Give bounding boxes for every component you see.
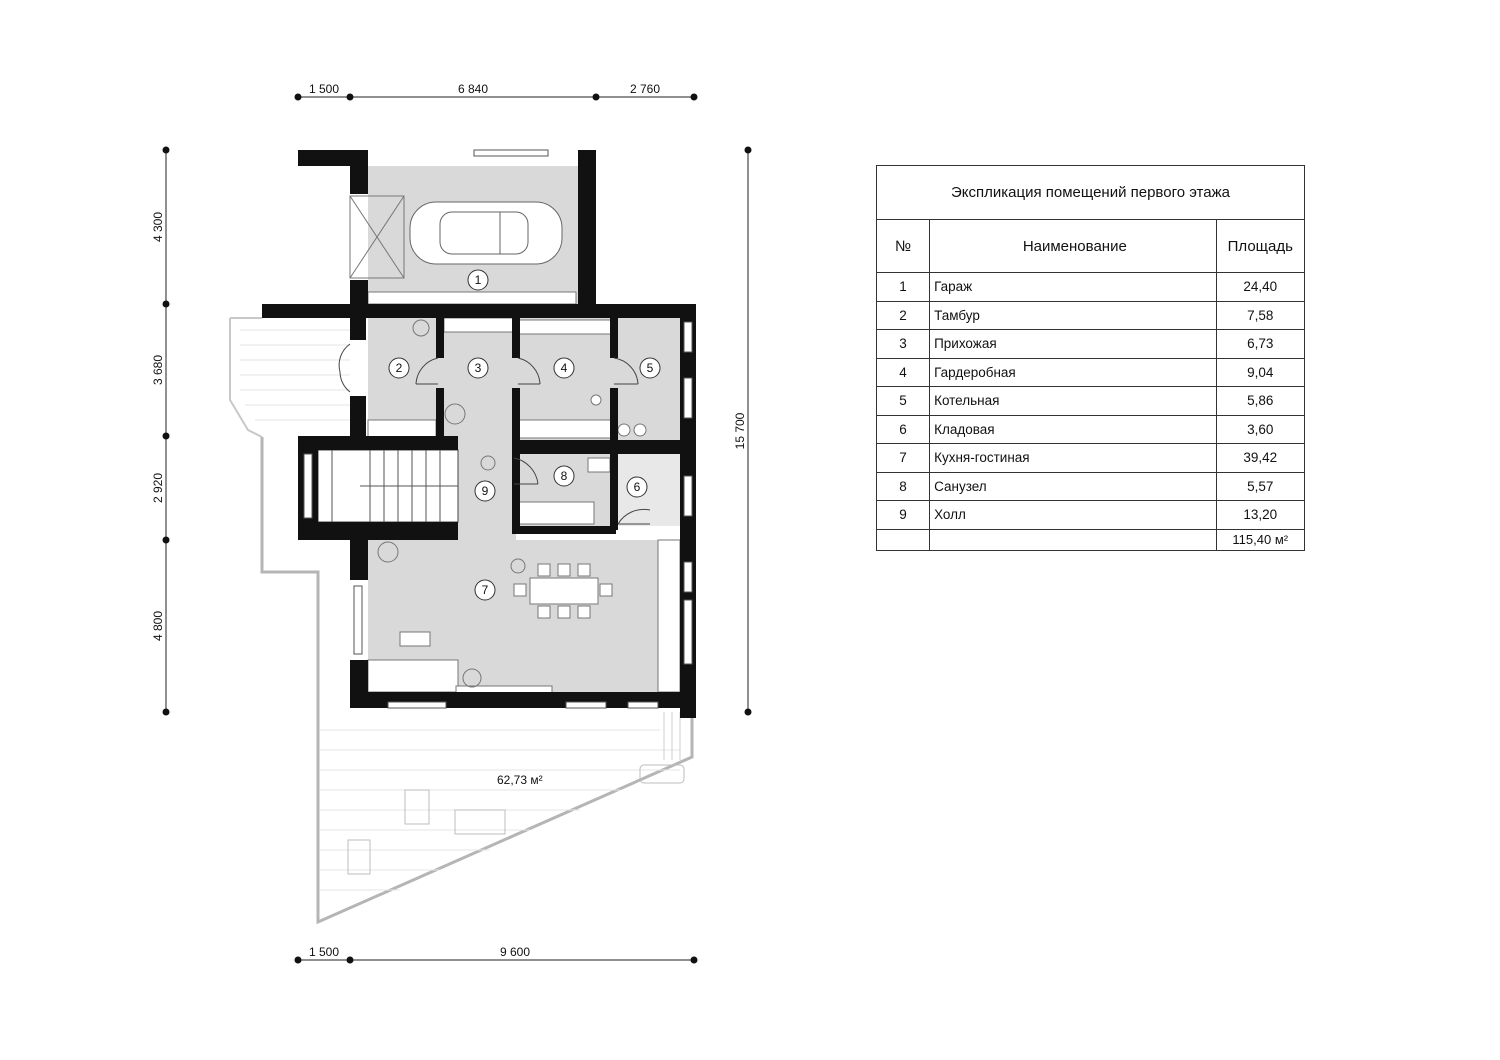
- terrace: 62,73 м²: [229, 317, 694, 925]
- car-icon: [409, 201, 563, 265]
- staircase: [317, 449, 459, 523]
- svg-text:5: 5: [647, 361, 654, 375]
- table-row: 9 Холл 13,20: [875, 500, 1306, 530]
- room-number-9: 9: [474, 480, 496, 502]
- dim-right-total: 15 700: [733, 412, 747, 449]
- header-name: Наименование: [929, 219, 1217, 273]
- room-number-7: 7: [474, 579, 496, 601]
- svg-text:9: 9: [482, 484, 489, 498]
- table-row: 5 Котельная 5,86: [875, 386, 1306, 416]
- header-no: №: [875, 219, 931, 273]
- doors: [338, 343, 651, 525]
- dim-left-3: 2 920: [151, 473, 165, 503]
- svg-text:7: 7: [482, 583, 489, 597]
- room-number-6: 6: [626, 476, 648, 498]
- room-number-5: 5: [639, 357, 661, 379]
- plant-icon: [377, 319, 526, 688]
- table-row: 6 Кладовая 3,60: [875, 414, 1306, 444]
- terrace-area-label: 62,73 м²: [497, 773, 543, 787]
- dim-bottom-2: 9 600: [500, 945, 530, 959]
- room-number-8: 8: [553, 465, 575, 487]
- garage-door: [349, 195, 405, 279]
- table-row: 7 Кухня-гостиная 39,42: [875, 443, 1306, 473]
- svg-text:8: 8: [561, 469, 568, 483]
- table-row: 4 Гардеробная 9,04: [875, 357, 1306, 387]
- room-number-4: 4: [553, 357, 575, 379]
- table-row: 2 Тамбур 7,58: [875, 300, 1306, 330]
- dim-left-2: 3 680: [151, 355, 165, 385]
- svg-text:2: 2: [396, 361, 403, 375]
- header-area: Площадь: [1215, 219, 1306, 273]
- table-row: 1 Гараж 24,40: [875, 272, 1306, 302]
- dim-bottom-1: 1 500: [309, 945, 339, 959]
- dim-left-1: 4 300: [151, 212, 165, 242]
- table-row: 3 Прихожая 6,73: [875, 329, 1306, 359]
- room-number-3: 3: [467, 357, 489, 379]
- svg-text:6: 6: [634, 480, 641, 494]
- dimension-top: 1 500 6 840 2 760: [294, 82, 698, 101]
- table-row: 8 Санузел 5,57: [875, 471, 1306, 501]
- svg-text:4: 4: [561, 361, 568, 375]
- room-numbers: 1 2 3 4 5 6 7 8 9: [388, 269, 661, 601]
- total-row: 115,40 м²: [875, 528, 1306, 551]
- dim-top-2: 6 840: [458, 82, 488, 96]
- explication-table: Экспликация помещений первого этажа № На…: [875, 165, 1306, 551]
- dim-left-4: 4 800: [151, 611, 165, 641]
- dimension-left: 4 300 3 680 2 920 4 800: [151, 146, 170, 716]
- room-number-2: 2: [388, 357, 410, 379]
- windows: [303, 149, 693, 709]
- dim-top-1: 1 500: [309, 82, 339, 96]
- dimension-right: 15 700: [733, 146, 752, 716]
- svg-text:3: 3: [475, 361, 482, 375]
- explication-title: Экспликация помещений первого этажа: [876, 165, 1305, 220]
- room-number-1: 1: [467, 269, 489, 291]
- svg-text:1: 1: [475, 273, 482, 287]
- total-area: 115,40 м²: [1215, 528, 1306, 551]
- dim-top-3: 2 760: [630, 82, 660, 96]
- dimension-bottom: 1 500 9 600: [294, 945, 698, 964]
